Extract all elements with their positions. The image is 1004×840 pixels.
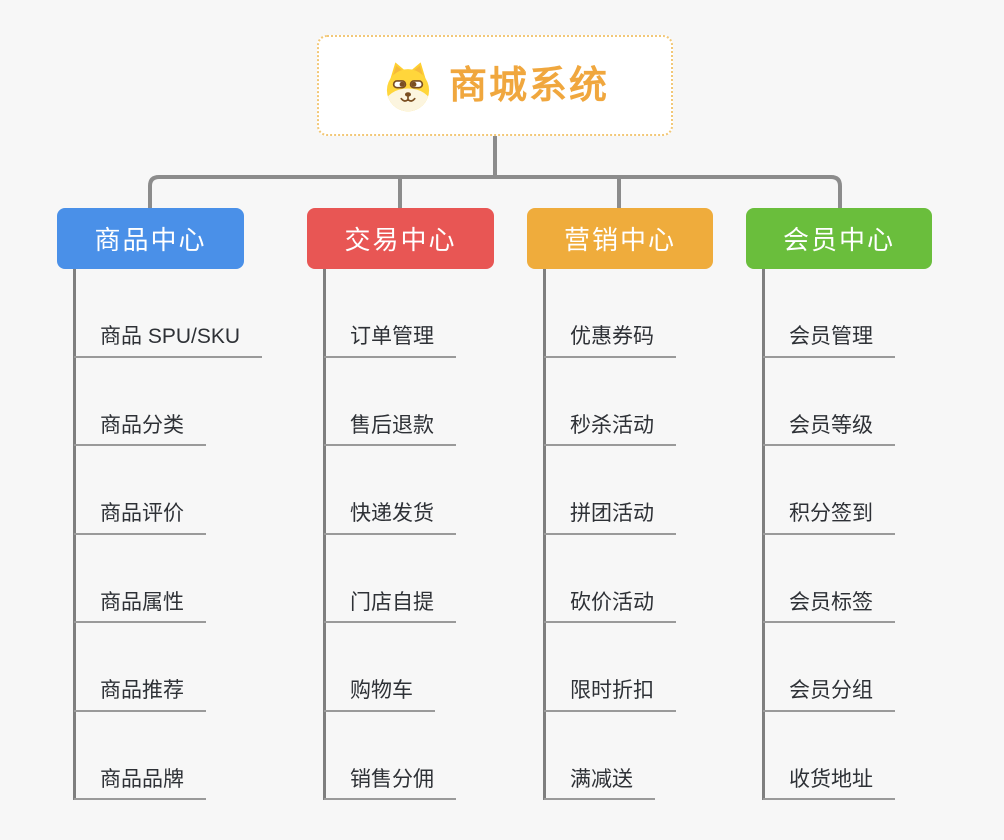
leaf-list-1: 商品 SPU/SKU 商品分类商品评价商品属性商品推荐商品品牌 [73, 269, 263, 800]
leaf-row: 砍价活动 [544, 535, 713, 623]
leaf-list-4: 会员管理会员等级积分签到会员标签会员分组收货地址 [762, 269, 932, 800]
leaf-row: 售后退款 [324, 358, 494, 446]
leaf-node[interactable]: 商品 SPU/SKU [74, 324, 263, 358]
leaf-node[interactable]: 拼团活动 [544, 501, 676, 535]
leaf-row: 会员标签 [763, 535, 932, 623]
leaf-row: 秒杀活动 [544, 358, 713, 446]
leaf-row: 商品属性 [74, 535, 262, 623]
leaf-row: 拼团活动 [544, 446, 713, 535]
leaf-node[interactable]: 购物车 [324, 678, 435, 712]
leaf-row: 满减送 [544, 712, 713, 800]
leaf-row: 商品推荐 [74, 623, 262, 712]
leaf-node[interactable]: 商品品牌 [74, 767, 206, 800]
leaf-node[interactable]: 会员标签 [763, 590, 895, 623]
leaf-row: 门店自提 [324, 535, 494, 623]
leaf-row: 限时折扣 [544, 623, 713, 712]
leaf-node[interactable]: 商品属性 [74, 590, 206, 623]
leaf-row: 订单管理 [324, 269, 494, 358]
leaf-node[interactable]: 满减送 [544, 767, 655, 800]
leaf-list-3: 优惠券码秒杀活动拼团活动砍价活动限时折扣满减送 [543, 269, 713, 800]
leaf-row: 会员等级 [763, 358, 932, 446]
leaf-row: 商品品牌 [74, 712, 262, 800]
branch-header-2[interactable]: 交易中心 [307, 208, 494, 269]
leaf-list-2: 订单管理售后退款快递发货门店自提购物车销售分佣 [323, 269, 494, 800]
leaf-node[interactable]: 商品推荐 [74, 678, 206, 712]
leaf-node[interactable]: 商品评价 [74, 501, 206, 535]
leaf-node[interactable]: 销售分佣 [324, 767, 456, 800]
leaf-node[interactable]: 砍价活动 [544, 590, 676, 623]
leaf-row: 商品 SPU/SKU [74, 269, 263, 358]
leaf-node[interactable]: 售后退款 [324, 413, 456, 446]
branch-column: 商品中心 商品 SPU/SKU 商品分类商品评价商品属性商品推荐商品品牌 [57, 208, 263, 800]
branch-column: 营销中心 优惠券码秒杀活动拼团活动砍价活动限时折扣满减送 [527, 208, 713, 800]
leaf-row: 商品评价 [74, 446, 262, 535]
leaf-row: 会员分组 [763, 623, 932, 712]
leaf-node[interactable]: 积分签到 [763, 501, 895, 535]
leaf-row: 销售分佣 [324, 712, 494, 800]
leaf-node[interactable]: 收货地址 [763, 767, 895, 800]
leaf-node[interactable]: 订单管理 [324, 324, 456, 358]
leaf-node[interactable]: 秒杀活动 [544, 413, 676, 446]
leaf-node[interactable]: 会员管理 [763, 324, 895, 358]
root-node-mall-system[interactable]: 商城系统 [317, 35, 673, 136]
branch-header-1[interactable]: 商品中心 [57, 208, 244, 269]
dog-face-icon [386, 61, 430, 111]
leaf-node[interactable]: 会员等级 [763, 413, 895, 446]
leaf-row: 商品分类 [74, 358, 262, 446]
leaf-node[interactable]: 快递发货 [324, 501, 456, 535]
leaf-row: 购物车 [324, 623, 494, 712]
branch-column: 会员中心 会员管理会员等级积分签到会员标签会员分组收货地址 [746, 208, 932, 800]
leaf-row: 会员管理 [763, 269, 932, 358]
leaf-row: 优惠券码 [544, 269, 713, 358]
branch-header-4[interactable]: 会员中心 [746, 208, 932, 269]
leaf-node[interactable]: 会员分组 [763, 678, 895, 712]
leaf-node[interactable]: 限时折扣 [544, 678, 676, 712]
leaf-node[interactable]: 商品分类 [74, 413, 206, 446]
branch-header-3[interactable]: 营销中心 [527, 208, 713, 269]
root-title: 商城系统 [448, 64, 609, 107]
leaf-node[interactable]: 门店自提 [324, 590, 456, 623]
leaf-node[interactable]: 优惠券码 [544, 324, 676, 358]
leaf-row: 积分签到 [763, 446, 932, 535]
leaf-row: 快递发货 [324, 446, 494, 535]
branch-column: 交易中心 订单管理售后退款快递发货门店自提购物车销售分佣 [307, 208, 494, 800]
leaf-row: 收货地址 [763, 712, 932, 800]
